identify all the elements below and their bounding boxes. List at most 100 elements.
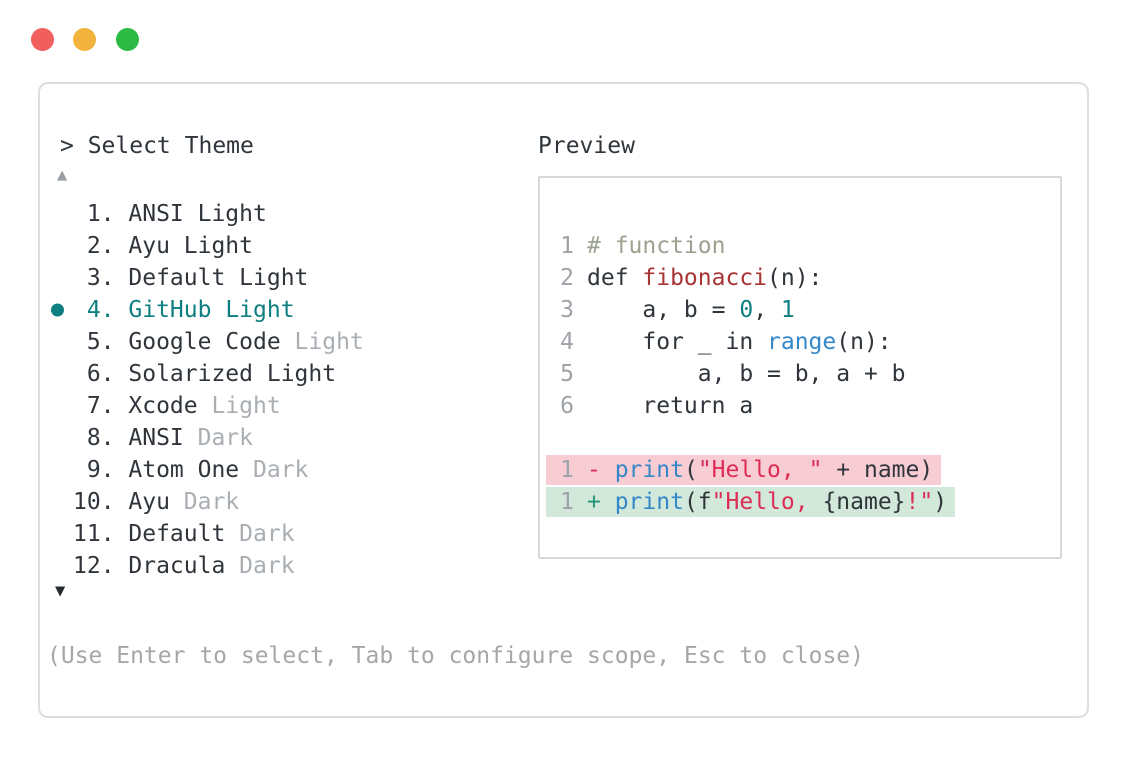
code-line: 1# function xyxy=(546,230,955,262)
code-token: 1 xyxy=(780,297,795,323)
code-token: 0 xyxy=(739,297,754,323)
theme-list-item-selected[interactable]: 4. GitHub Light xyxy=(50,294,364,326)
code-token: (n): xyxy=(836,329,892,355)
item-name: Default xyxy=(128,521,226,547)
item-suffix: Light xyxy=(239,265,309,291)
line-number: 6 xyxy=(560,393,574,419)
theme-prompt: > Select Theme xyxy=(60,133,254,159)
code-token: print xyxy=(614,457,684,483)
theme-list-item[interactable]: 5. Google Code Light xyxy=(50,326,364,358)
item-suffix: Light xyxy=(266,361,337,387)
diff-plus-sign: + xyxy=(587,489,615,515)
code-token: def xyxy=(587,265,643,291)
code-line: 5 a, b = b, a + b xyxy=(546,358,955,390)
item-number: 12. xyxy=(73,553,115,579)
line-number: 4 xyxy=(560,329,574,355)
theme-list-item[interactable]: 1. ANSI Light xyxy=(50,198,364,230)
theme-list-item[interactable]: 12. Dracula Dark xyxy=(50,550,364,582)
theme-list-item[interactable]: 11. Default Dark xyxy=(50,518,364,550)
item-number: 11. xyxy=(73,521,115,547)
diff-added-highlight: 1+ print(f"Hello, {name}!") xyxy=(546,487,956,517)
code-line: 4 for _ in range(n): xyxy=(546,326,955,358)
close-button-icon[interactable] xyxy=(31,28,54,51)
theme-list: 1. ANSI Light 2. Ayu Light 3. Default Li… xyxy=(50,198,364,582)
item-name: Ayu xyxy=(128,233,170,259)
theme-list-item[interactable]: 7. Xcode Light xyxy=(50,390,364,422)
item-marker xyxy=(50,454,73,486)
diff-line-removed: 1- print("Hello, " + name) xyxy=(546,454,955,486)
item-name: Dracula xyxy=(128,553,226,579)
code-token: + name) xyxy=(822,457,934,483)
line-number: 5 xyxy=(560,361,574,387)
item-name: Atom One xyxy=(128,457,240,483)
code-line: 3 a, b = 0, 1 xyxy=(546,294,955,326)
theme-list-item[interactable]: 3. Default Light xyxy=(50,262,364,294)
item-number: 7. xyxy=(86,393,115,419)
diff-removed-highlight: 1- print("Hello, " + name) xyxy=(546,455,942,485)
item-marker xyxy=(50,550,73,582)
item-suffix: Light xyxy=(294,329,364,355)
code-token: return a xyxy=(587,393,754,419)
theme-list-item[interactable]: 10. Ayu Dark xyxy=(50,486,364,518)
code-token: {name} xyxy=(822,489,906,515)
code-token: ) xyxy=(933,489,948,515)
scroll-up-icon[interactable]: ▲ xyxy=(57,165,68,185)
code-token: a, b = b, a + b xyxy=(587,361,906,387)
item-suffix: Dark xyxy=(239,521,295,547)
item-number: 1. xyxy=(86,201,115,227)
item-marker xyxy=(50,486,73,518)
footer-hint: (Use Enter to select, Tab to configure s… xyxy=(47,643,864,669)
theme-list-item[interactable]: 2. Ayu Light xyxy=(50,230,364,262)
diff-minus-sign: - xyxy=(587,457,615,483)
code-token: , xyxy=(753,297,781,323)
code-token: for _ in xyxy=(587,329,768,355)
item-name: GitHub xyxy=(128,297,212,323)
item-number: 9. xyxy=(86,457,115,483)
code-token: ( xyxy=(683,457,698,483)
item-name: Xcode xyxy=(128,393,198,419)
minimize-button-icon[interactable] xyxy=(73,28,96,51)
item-marker xyxy=(50,198,73,230)
item-suffix: Light xyxy=(211,393,281,419)
code-line-blank xyxy=(546,422,955,454)
item-marker xyxy=(50,230,73,262)
item-number: 10. xyxy=(73,489,115,515)
item-name: ANSI xyxy=(128,425,184,451)
diff-line-added: 1+ print(f"Hello, {name}!") xyxy=(546,486,956,518)
line-number: 1 xyxy=(560,233,574,259)
theme-list-item[interactable]: 6. Solarized Light xyxy=(50,358,364,390)
code-token: "Hello, xyxy=(711,489,823,515)
maximize-button-icon[interactable] xyxy=(116,28,139,51)
item-marker xyxy=(50,294,73,326)
item-name: Solarized xyxy=(128,361,253,387)
item-number: 4. xyxy=(86,297,115,323)
item-marker xyxy=(50,262,73,294)
line-number: 3 xyxy=(560,297,574,323)
item-suffix: Dark xyxy=(197,425,253,451)
scroll-down-icon[interactable]: ▼ xyxy=(55,581,66,601)
selected-bullet-icon xyxy=(51,303,64,317)
code-token: !" xyxy=(905,489,934,515)
item-suffix: Light xyxy=(197,201,267,227)
code-line: 6 return a xyxy=(546,390,955,422)
code-token: fibonacci xyxy=(642,265,768,291)
item-name: Google Code xyxy=(128,329,281,355)
code-token: range xyxy=(767,329,837,355)
item-number: 8. xyxy=(86,425,115,451)
item-number: 3. xyxy=(86,265,115,291)
item-suffix: Light xyxy=(225,297,295,323)
item-suffix: Dark xyxy=(253,457,309,483)
theme-list-item[interactable]: 9. Atom One Dark xyxy=(50,454,364,486)
theme-list-item[interactable]: 8. ANSI Dark xyxy=(50,422,364,454)
item-suffix: Dark xyxy=(239,553,295,579)
code-token: a, b = xyxy=(587,297,740,323)
preview-title: Preview xyxy=(538,133,635,159)
item-name: Ayu xyxy=(128,489,170,515)
line-number: 1 xyxy=(560,489,574,515)
item-number: 2. xyxy=(86,233,115,259)
item-marker xyxy=(50,518,73,550)
code-token: (f xyxy=(683,489,712,515)
item-number: 5. xyxy=(86,329,115,355)
